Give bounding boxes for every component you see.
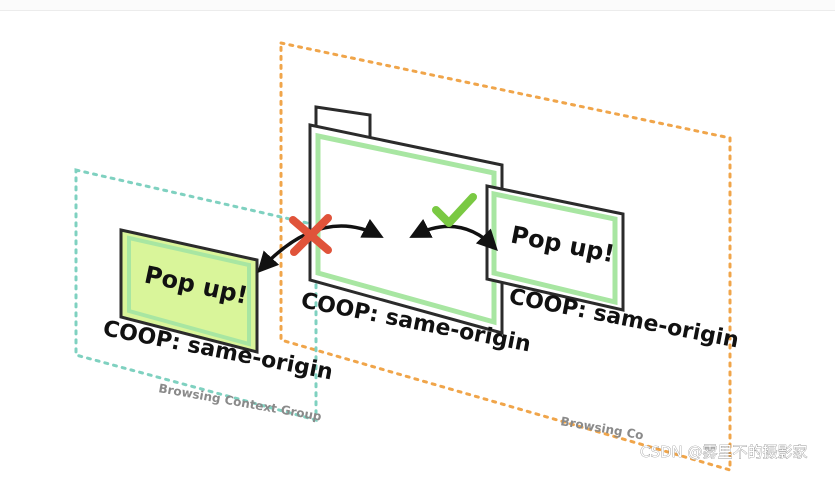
left-popup: Pop up! bbox=[119, 228, 259, 354]
red-x-icon bbox=[289, 214, 332, 256]
top-strip bbox=[0, 0, 835, 11]
right-group-label: Browsing Co bbox=[559, 414, 644, 442]
left-group-label: Browsing Context Group bbox=[157, 381, 323, 424]
allowed-arrow bbox=[409, 219, 498, 252]
right-popup: Pop up! bbox=[485, 184, 625, 312]
green-check-icon bbox=[432, 193, 477, 227]
left-popup-inner-border bbox=[127, 235, 251, 347]
right-browsing-context-group-border bbox=[279, 41, 732, 472]
left-browsing-context-group-border bbox=[74, 168, 318, 422]
csdn-watermark: CSDN @雾里不的摄影家 bbox=[640, 443, 808, 461]
